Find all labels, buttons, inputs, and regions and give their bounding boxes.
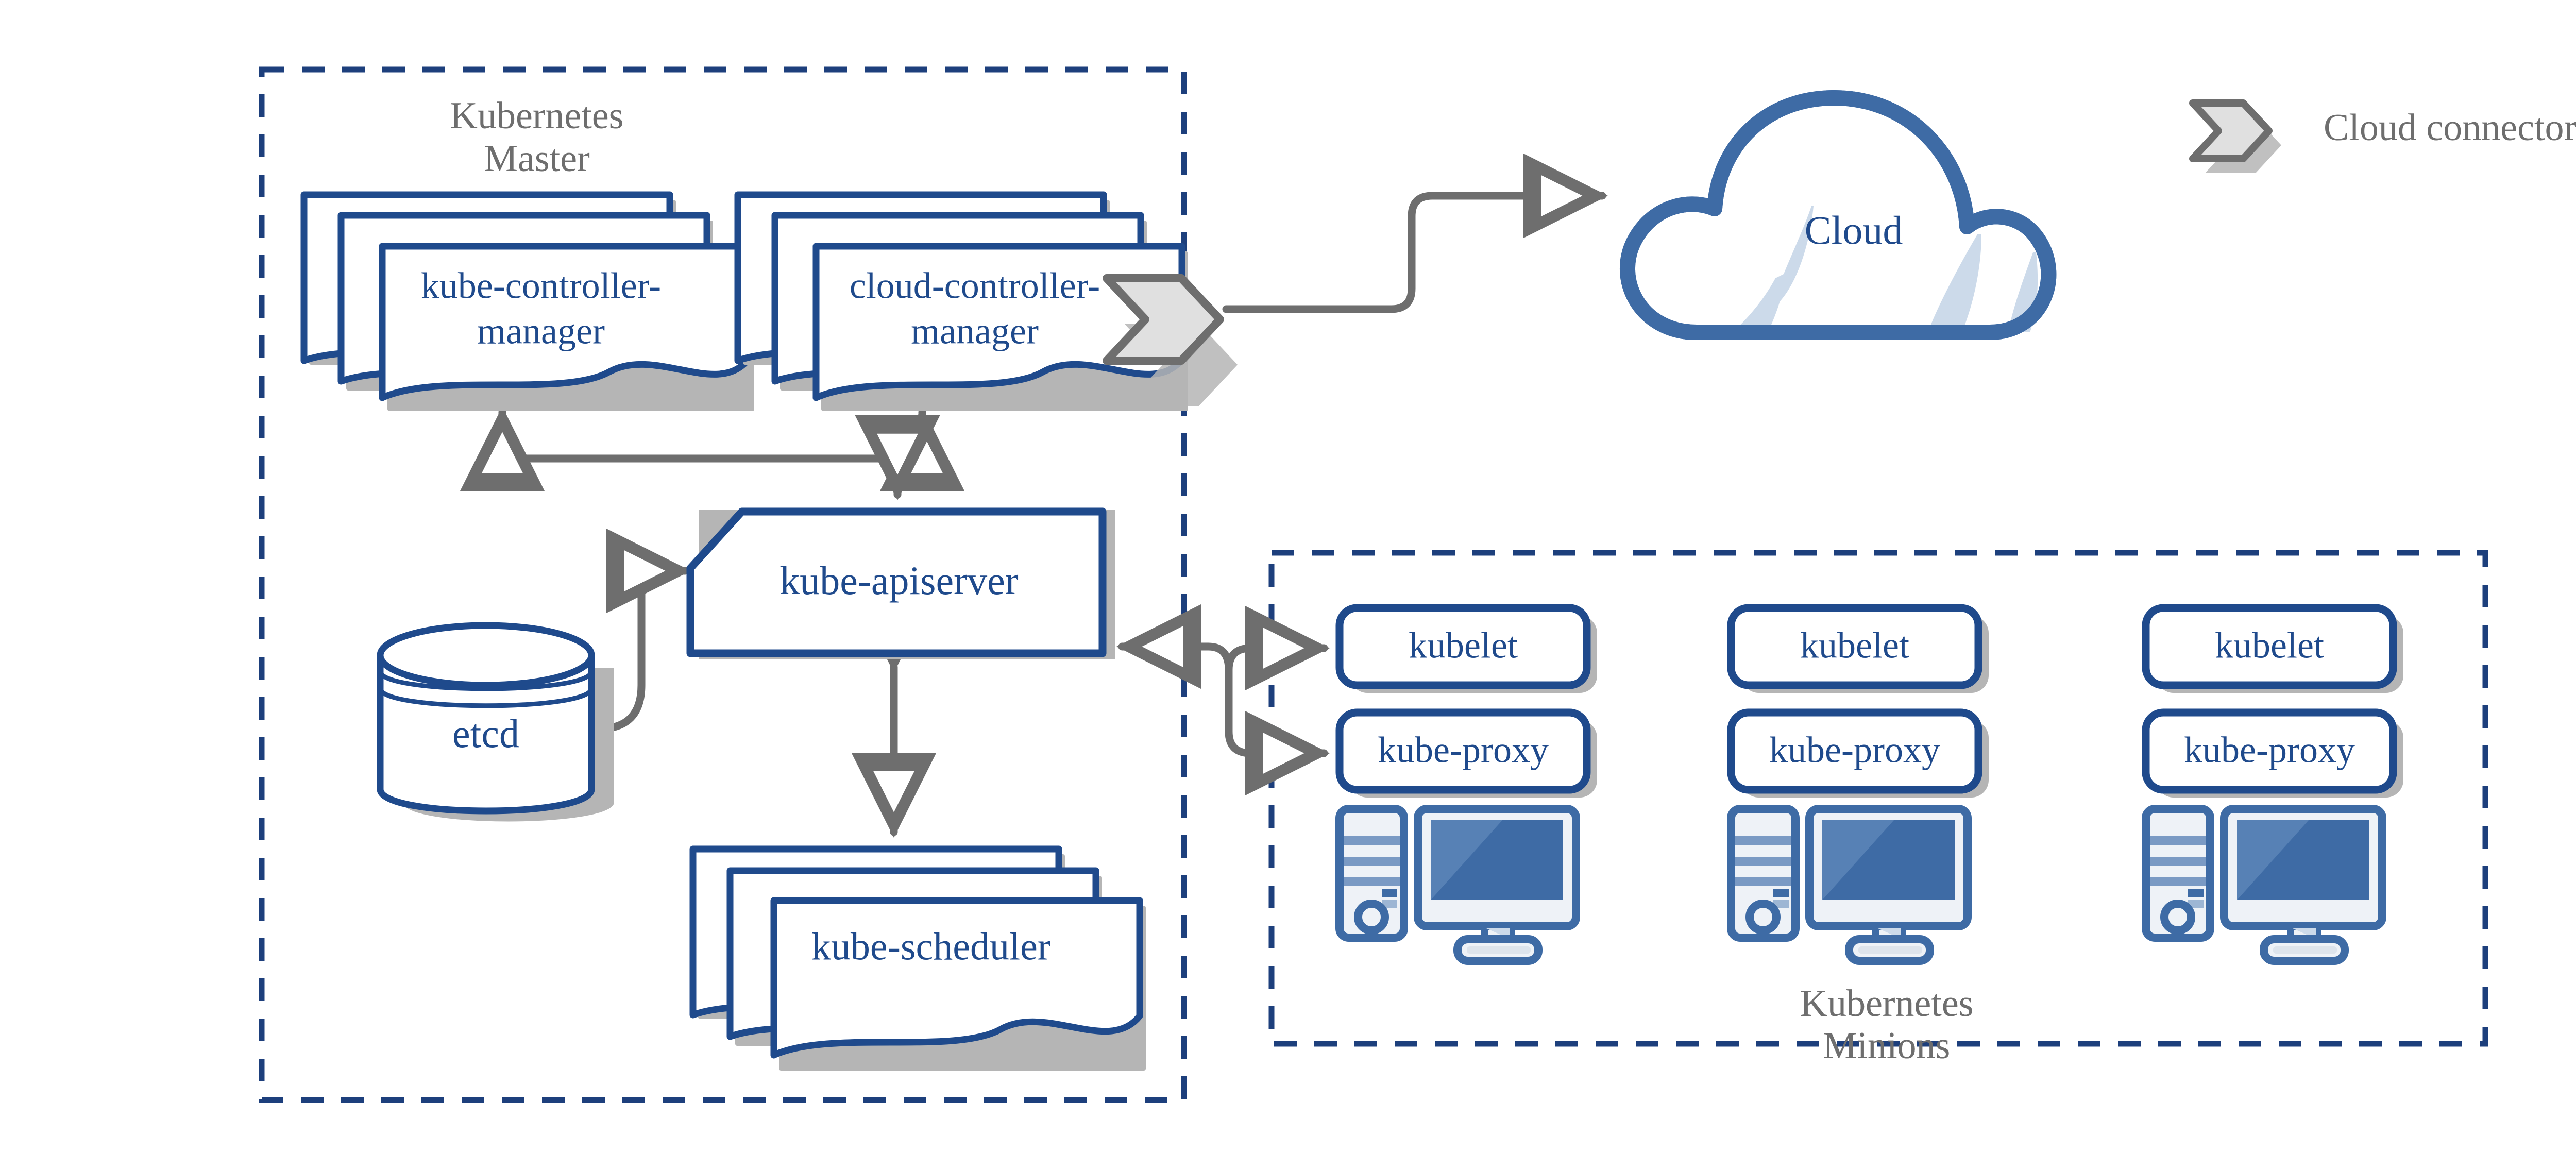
- etcd-ring-2: [378, 687, 594, 708]
- minion2-kubeproxy-box[interactable]: [1727, 708, 1982, 794]
- master-label-line2: Master: [484, 138, 590, 180]
- minion2-desktop-computer-icon: [1727, 805, 1972, 965]
- legend-label: Cloud connector: [2324, 107, 2576, 149]
- node-cloud-controller-manager[interactable]: cloud-controller- manager: [734, 191, 1188, 411]
- cloud-outline-top: [1620, 90, 2057, 340]
- connector-layer: [460, 153, 1608, 838]
- group-kubernetes-minions: Kubernetes Minions: [1268, 550, 2488, 1067]
- cloud-label: Cloud: [1805, 208, 1903, 252]
- apiserver-label: kube-apiserver: [779, 558, 1018, 603]
- ccm-sheet-front: [812, 243, 1185, 401]
- kcm-label-line1: kube-controller-: [421, 265, 661, 307]
- minion-node-2[interactable]: kubelet kube-proxy: [1727, 604, 1989, 965]
- minions-label-line1: Kubernetes: [1800, 982, 1974, 1025]
- minions-label-line2-top: Minions: [1823, 1025, 1951, 1067]
- etcd-body: [377, 652, 595, 815]
- minion3-kubeproxy-label: kube-proxy: [2184, 730, 2355, 771]
- etcd-label: etcd: [452, 711, 519, 756]
- minion1-desktop-computer-icon: [1335, 805, 1580, 965]
- connector-apiserver-to-kubelet-branch: [1225, 605, 1330, 691]
- connector-apiserver-to-kubeproxy: [1124, 642, 1330, 796]
- minion2-kubeproxy-label: kube-proxy: [1769, 730, 1940, 771]
- ccm-label-line2: manager: [911, 311, 1039, 352]
- cloud-connector-icon[interactable]: [1103, 274, 1238, 406]
- minion2-kubelet-box[interactable]: [1727, 604, 1982, 689]
- minion3-kubelet-box[interactable]: [2142, 604, 2397, 689]
- kcm-label-line2: manager: [477, 311, 605, 352]
- legend-cloud-connector[interactable]: Cloud connector: [2189, 99, 2576, 173]
- ccm-label-line1: cloud-controller-: [850, 265, 1100, 307]
- node-kube-controller-manager[interactable]: kube-controller- manager: [300, 191, 754, 411]
- connector-ccm-to-cloud: [1222, 153, 1608, 313]
- master-dashed-border: [259, 66, 1187, 1103]
- legend-chevron-connector-icon: [2189, 99, 2273, 162]
- minion-node-1[interactable]: kubelet kube-proxy: [1335, 604, 1597, 965]
- scheduler-label: kube-scheduler: [811, 925, 1050, 968]
- group-kubernetes-master: Kubernetes Master: [259, 66, 1187, 1103]
- connector-apiserver-to-kcm: [460, 406, 901, 491]
- node-kube-apiserver[interactable]: kube-apiserver: [686, 507, 1115, 659]
- minion3-desktop-computer-icon: [2142, 805, 2386, 965]
- scheduler-sheet-front: [770, 897, 1143, 1059]
- minion3-kubelet-label: kubelet: [2215, 625, 2324, 666]
- apiserver-shape: [686, 507, 1107, 657]
- minion2-kubelet-label: kubelet: [1800, 625, 1909, 666]
- minions-label-overlay: Kubernetes Minions: [1800, 982, 1974, 1067]
- cloud-connector-icon-shape: [1103, 274, 1224, 365]
- minion3-kubeproxy-box[interactable]: [2142, 708, 2397, 794]
- minion1-kubeproxy-box[interactable]: [1335, 708, 1591, 794]
- node-etcd[interactable]: etcd: [377, 622, 614, 822]
- etcd-top-ellipse: [377, 622, 595, 689]
- master-label-line1: Kubernetes: [450, 95, 624, 137]
- minions-dashed-border: [1268, 550, 2488, 1047]
- node-kube-scheduler[interactable]: kube-scheduler: [689, 845, 1146, 1071]
- etcd-ring-1: [378, 670, 594, 691]
- minions-label-line2: Minions: [1823, 1025, 1951, 1067]
- minion1-kubelet-label: kubelet: [1409, 625, 1518, 666]
- minion1-kubelet-box[interactable]: [1335, 604, 1591, 689]
- minion-node-3[interactable]: kubelet kube-proxy: [2142, 604, 2403, 965]
- kcm-sheet-front: [379, 243, 752, 401]
- connector-etcd-apiserver: [518, 528, 691, 772]
- minions-label-line1-top: Kubernetes: [1800, 982, 1974, 1025]
- minion1-kubeproxy-label: kube-proxy: [1378, 730, 1549, 771]
- cloud-icon[interactable]: Cloud: [1620, 90, 2057, 340]
